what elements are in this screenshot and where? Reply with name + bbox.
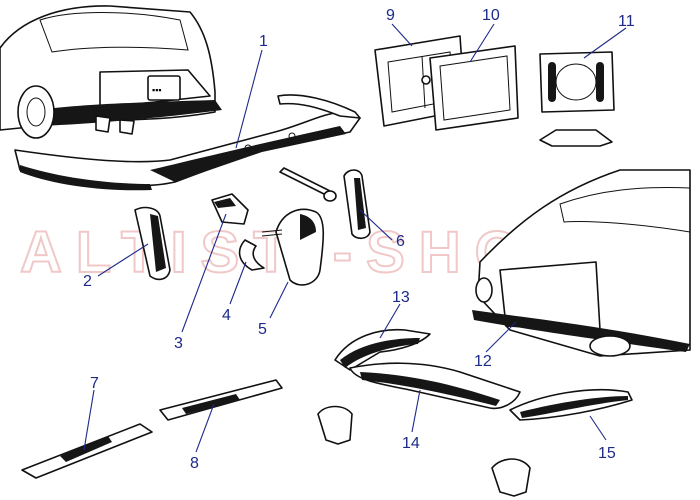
- callout-3: 3: [174, 335, 183, 352]
- part-3-bracket: [211, 193, 249, 225]
- callout-1: 1: [259, 33, 268, 50]
- callout-labels: 1 2 3 4 5 6 7 8 9 10 11 12 13 14 15: [83, 7, 635, 472]
- callout-13: 13: [392, 289, 410, 306]
- callout-9: 9: [386, 7, 395, 24]
- callout-5: 5: [258, 321, 267, 338]
- callout-12: 12: [474, 353, 492, 370]
- callout-6: 6: [396, 233, 405, 250]
- part-2-corner-guard: [134, 206, 171, 281]
- part-15-front-bumper-end: [509, 388, 633, 421]
- callout-4: 4: [222, 307, 231, 324]
- part-7-trim-plate: [21, 423, 153, 479]
- part-6-bolt-and-corner: [279, 167, 371, 240]
- part-13-front-bumper-end: [334, 328, 431, 371]
- part-10-gasket: [429, 45, 519, 131]
- callout-11: 11: [618, 13, 635, 30]
- mounting-brackets: [317, 405, 531, 497]
- callout-2: 2: [83, 273, 92, 290]
- callout-14: 14: [402, 435, 420, 452]
- car-front-illustration: [472, 169, 691, 357]
- callout-10: 10: [482, 7, 500, 24]
- svg-text:▪▪▪: ▪▪▪: [152, 85, 162, 95]
- callout-7: 7: [90, 375, 99, 392]
- callout-15: 15: [598, 445, 616, 462]
- callout-8: 8: [190, 455, 199, 472]
- car-rear-illustration: ▪▪▪: [0, 5, 222, 139]
- part-8-trim-plate: [159, 379, 283, 421]
- part-1-rear-bumper: [14, 94, 361, 191]
- part-14-front-bumper-center: [349, 362, 521, 410]
- part-11-plate: [539, 51, 615, 147]
- leader-lines: [83, 23, 627, 453]
- part-5-overrider: [261, 208, 325, 286]
